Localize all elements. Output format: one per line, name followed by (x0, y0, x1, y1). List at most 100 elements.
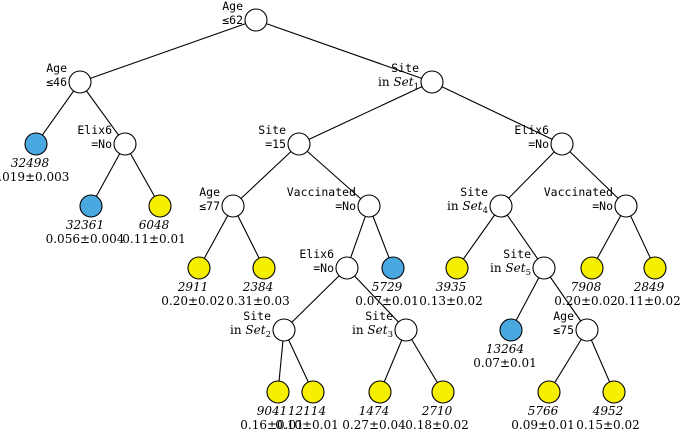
leaf-node-3935 (445, 256, 469, 280)
leaf-sample-count: 32361 (66, 218, 104, 232)
leaf-node-32498 (24, 132, 48, 156)
split-node-vacc_a (357, 194, 381, 218)
split-feature-label: Age (46, 61, 67, 75)
split-node-elix6_c (335, 256, 359, 280)
edge-elix6_a-l6048 (124, 143, 161, 207)
split-feature-label: Vaccinated (287, 185, 356, 199)
leaf-sample-count: 12114 (288, 404, 326, 418)
split-feature-label: Elix6 (77, 123, 112, 137)
leaf-value: 0.20±0.02 (161, 294, 225, 308)
leaf-sample-count: 7908 (571, 280, 602, 294)
edge-site15-age77 (232, 143, 300, 207)
split-condition-label: ≤77 (199, 199, 220, 213)
leaf-node-2710 (431, 380, 455, 404)
split-node-site5 (532, 256, 556, 280)
leaf-node-13264 (499, 318, 523, 342)
split-condition-label: in Set1 (378, 75, 419, 92)
leaf-value: 0.13±0.02 (419, 294, 483, 308)
split-node-root (244, 8, 268, 32)
split-node-site3 (394, 318, 418, 342)
split-condition-label: =No (592, 199, 613, 213)
leaf-value: 0.31±0.03 (226, 294, 290, 308)
split-condition-label: ≤46 (46, 75, 67, 89)
split-node-site4 (489, 194, 513, 218)
tree-nodes (24, 8, 667, 404)
split-condition-label: =15 (265, 137, 286, 151)
edge-elix6_c-site3 (346, 267, 407, 331)
leaf-value: 0.16±0.01 (240, 418, 304, 430)
leaf-sample-count: 6048 (139, 218, 170, 232)
leaf-sample-count: 2911 (177, 280, 209, 294)
edge-age46-elix6_a (79, 81, 126, 145)
split-feature-label: Site (258, 123, 286, 137)
edge-site4-l3935 (456, 205, 502, 269)
leaf-sample-count: 2384 (242, 280, 274, 294)
edge-age77-l2911 (198, 205, 234, 269)
leaf-value: 0.27±0.04 (342, 418, 406, 430)
split-feature-label: Site (503, 247, 531, 261)
leaf-sample-count: 32498 (11, 156, 50, 170)
leaf-sample-count: 5766 (528, 404, 559, 418)
leaf-node-5729 (381, 256, 405, 280)
edge-root-site1 (255, 19, 433, 83)
edge-site1-site15 (298, 81, 433, 145)
edge-site3-l2710 (405, 329, 444, 393)
split-condition-label: in Set4 (447, 199, 488, 216)
split-feature-label: Elix6 (299, 247, 334, 261)
leaf-node-1474 (368, 380, 392, 404)
split-condition-label: in Set3 (352, 323, 393, 340)
edge-root-age46 (79, 19, 257, 83)
leaf-value: 0.07±0.01 (473, 356, 537, 370)
leaf-value: 0.056±0.004 (46, 232, 125, 246)
edge-elix6_b-site4 (500, 143, 563, 207)
split-condition-label: ≤75 (553, 323, 574, 337)
leaf-value: 0.11±0.02 (617, 294, 681, 308)
split-node-elix6_b (550, 132, 574, 156)
leaf-node-32361 (79, 194, 103, 218)
split-condition-label: =No (313, 261, 334, 275)
edge-vacc_b-l7908 (591, 205, 627, 269)
split-feature-label: Age (199, 185, 220, 199)
split-condition-label: =No (335, 199, 356, 213)
leaf-node-2849 (643, 256, 667, 280)
leaf-value: 0.20±0.02 (554, 294, 618, 308)
split-condition-label: =No (528, 137, 549, 151)
leaf-value: 0.019±0.003 (0, 170, 69, 184)
leaf-node-2384 (252, 256, 276, 280)
leaf-sample-count: 2710 (421, 404, 453, 418)
leaf-value: 0.10±0.01 (275, 418, 339, 430)
leaf-node-9041 (266, 380, 290, 404)
split-node-age46 (68, 70, 92, 94)
split-condition-label: =No (91, 137, 112, 151)
split-node-age77 (221, 194, 245, 218)
leaf-value: 0.15±0.02 (576, 418, 640, 430)
edge-site4-site5 (500, 205, 545, 269)
leaf-node-4952 (602, 380, 626, 404)
split-feature-label: Site (460, 185, 488, 199)
split-node-vacc_b (614, 194, 638, 218)
edge-age77-l2384 (232, 205, 265, 269)
leaf-sample-count: 9041 (257, 404, 288, 418)
edge-site15-vacc_a (298, 143, 370, 207)
split-node-age75 (575, 318, 599, 342)
edge-age46-l32498 (35, 81, 81, 145)
leaf-sample-count: 2849 (633, 280, 665, 294)
split-condition-label: in Set2 (230, 323, 271, 340)
edge-elix6_b-vacc_b (561, 143, 627, 207)
leaf-node-2911 (187, 256, 211, 280)
split-condition-label: in Set5 (490, 261, 531, 278)
leaf-sample-count: 3935 (436, 280, 467, 294)
leaf-sample-count: 4952 (592, 404, 624, 418)
edge-site5-l13264 (510, 267, 545, 331)
leaf-node-6048 (148, 194, 172, 218)
edge-age75-l5766 (548, 329, 588, 393)
leaf-value: 0.09±0.01 (511, 418, 575, 430)
split-node-site2 (272, 318, 296, 342)
split-node-site15 (287, 132, 311, 156)
leaf-sample-count: 13264 (486, 342, 524, 356)
split-feature-label: Site (365, 309, 393, 323)
leaf-sample-count: 1474 (359, 404, 390, 418)
split-node-site1 (420, 70, 444, 94)
